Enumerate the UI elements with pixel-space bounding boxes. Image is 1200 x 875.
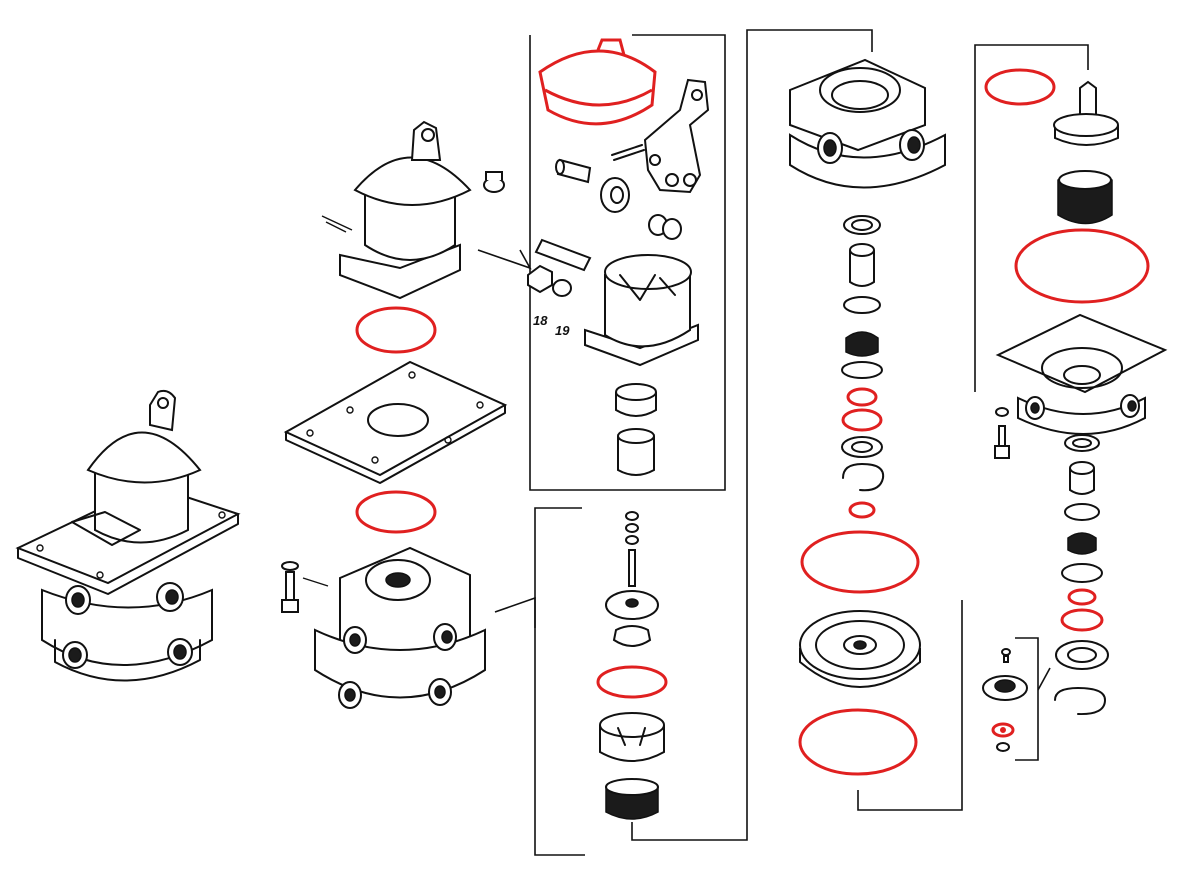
gland-ring — [843, 215, 881, 235]
small-valve-seat — [982, 675, 1028, 701]
bolt — [281, 561, 299, 613]
nut — [625, 511, 639, 521]
group-bracket-far-right — [974, 44, 1089, 392]
bushing — [849, 243, 875, 287]
gland-ring — [841, 436, 883, 458]
retaining-ring — [842, 463, 885, 492]
pin — [555, 158, 592, 184]
seal-ring — [355, 490, 437, 534]
group-bracket-upper — [529, 34, 726, 491]
callout-18: 18 — [533, 313, 548, 328]
washer — [843, 296, 881, 314]
disc-seat — [605, 590, 659, 620]
o-ring — [848, 501, 876, 519]
piston-insert — [617, 428, 655, 476]
upper-cover-housing — [789, 58, 946, 189]
small-washer — [996, 742, 1010, 752]
piston-disc — [799, 610, 921, 688]
small-o-ring — [991, 722, 1015, 738]
lower-valve-body — [302, 546, 486, 709]
seal-ring — [596, 665, 668, 699]
washer — [1061, 563, 1103, 583]
seal-ring — [800, 530, 920, 594]
assembled-valve — [15, 389, 241, 682]
seal-ring — [1014, 228, 1150, 304]
actuator-cup — [584, 254, 699, 367]
valve-cap — [612, 625, 652, 647]
valve-guide — [599, 712, 665, 762]
small-pin — [611, 144, 645, 161]
o-ring — [841, 408, 883, 432]
gasket-plate — [283, 360, 508, 484]
plunger-stem — [1053, 80, 1119, 146]
rubber-seat — [1067, 532, 1097, 555]
spring — [605, 778, 659, 820]
group-bracket-right — [857, 600, 963, 811]
washer — [625, 523, 639, 533]
piston-sleeve — [615, 383, 657, 417]
gland-ring — [1064, 434, 1100, 452]
cover-cap — [538, 38, 657, 126]
group-bracket-lower — [534, 507, 585, 856]
upper-actuator-housing — [321, 120, 505, 300]
stud — [628, 549, 636, 587]
bushing-pair — [648, 214, 682, 240]
lower-cover-housing — [995, 313, 1168, 435]
gland-ring — [1055, 640, 1109, 670]
group-bracket-small — [1015, 637, 1039, 761]
guide-rod — [534, 238, 592, 272]
washer — [625, 535, 639, 545]
washer — [1064, 503, 1100, 521]
group-bracket-lower-right — [631, 29, 873, 841]
seal-ring — [798, 708, 918, 776]
seal-ring — [355, 306, 437, 354]
o-ring — [846, 387, 878, 407]
o-ring — [1060, 608, 1104, 632]
seal-ring — [984, 68, 1056, 106]
bushing — [1069, 461, 1095, 495]
screw — [994, 407, 1010, 459]
roller — [600, 177, 630, 213]
callout-19: 19 — [555, 323, 570, 338]
retaining-ring — [1054, 687, 1106, 716]
rubber-seat — [845, 331, 879, 357]
o-ring — [1067, 588, 1097, 606]
leader-line — [494, 596, 536, 628]
leader-line — [1037, 667, 1051, 691]
plug-with-washer — [527, 264, 572, 297]
washer — [841, 361, 883, 379]
leader-line — [477, 249, 532, 270]
small-screw — [1001, 648, 1011, 663]
lever-arm — [643, 78, 710, 194]
spring — [1057, 170, 1113, 225]
